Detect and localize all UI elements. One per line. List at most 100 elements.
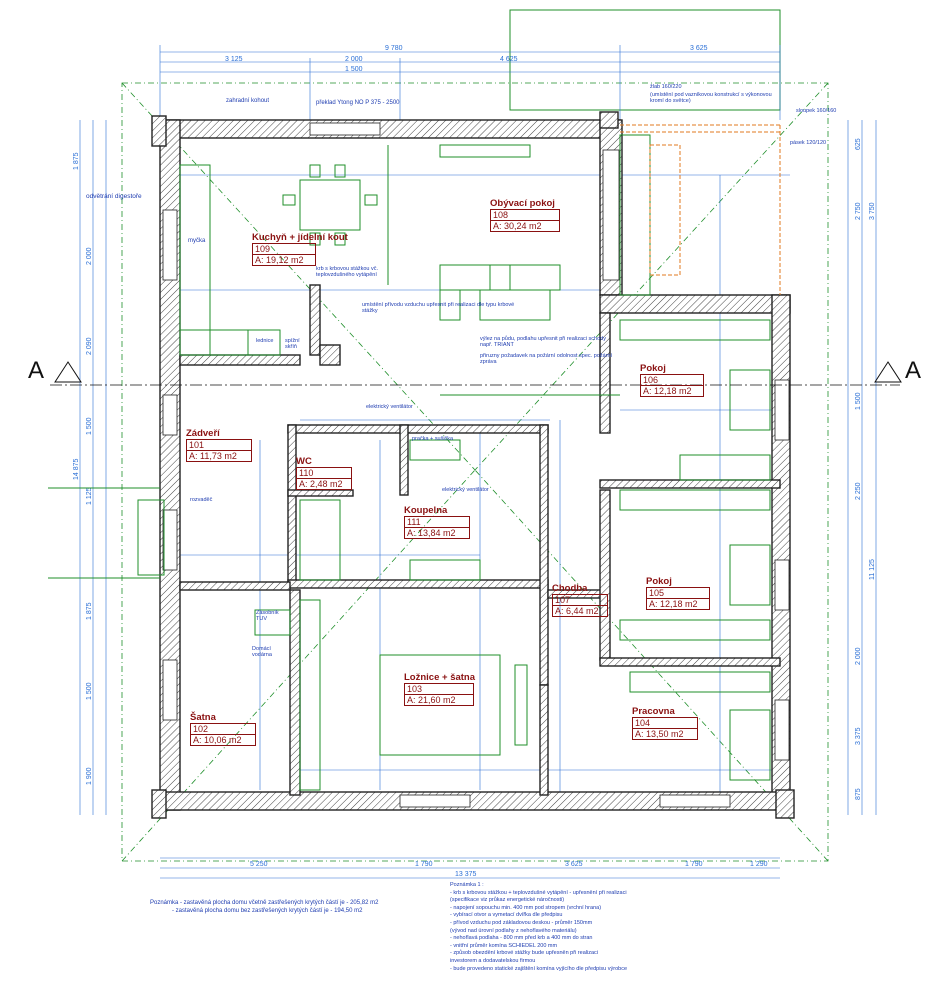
room-106: Pokoj 106 A: 12,18 m2 bbox=[640, 363, 704, 397]
room-number: 107 bbox=[552, 594, 608, 606]
note-kotel: Domácí vodárna bbox=[252, 646, 272, 658]
dim-top3c: 4 625 bbox=[500, 56, 518, 63]
note-line: investorem a dodavatelskou firmou bbox=[450, 957, 536, 964]
dim-top3a: 3 125 bbox=[225, 56, 243, 63]
dim-left3: 2 090 bbox=[86, 337, 93, 355]
section-label-right: A bbox=[905, 357, 922, 384]
dim-right-total: 11 125 bbox=[869, 559, 876, 580]
note-line: (vývod nad úrovní podlahy z nehořlavého … bbox=[450, 927, 577, 934]
room-name: Obývací pokoj bbox=[490, 198, 555, 209]
note-line: - vybírací otvor a vymetací dvířka dle p… bbox=[450, 912, 563, 919]
room-number: 102 bbox=[190, 723, 256, 735]
note-zasobnik: Zásobník TUV bbox=[256, 610, 279, 622]
dim-right6: 2 000 bbox=[855, 647, 862, 665]
note-zlab: žlab 160/220 bbox=[650, 84, 682, 90]
room-area: A: 12,18 m2 bbox=[646, 599, 710, 610]
dimensions-left: 1 875 2 000 2 090 1 500 1 125 1 875 1 50… bbox=[73, 120, 107, 815]
room-name: WC bbox=[296, 456, 312, 467]
label-pracka: pračka + sušička bbox=[412, 436, 454, 442]
note-kohout: zahradní kohout bbox=[226, 98, 270, 104]
note-odvetrani: odvětrání digestoře bbox=[86, 193, 142, 200]
room-name: Pokoj bbox=[646, 576, 672, 587]
label-lednice: lednice bbox=[256, 338, 274, 344]
note-line: - vnitřní průměr komína SCHIEDEL 200 mm bbox=[450, 942, 558, 949]
dim-right5: 2 250 bbox=[855, 482, 862, 500]
room-name: Koupelna bbox=[404, 505, 448, 516]
room-area: A: 12,18 m2 bbox=[640, 386, 704, 397]
room-chodba: Chodba 107 A: 6,44 m2 bbox=[552, 583, 608, 617]
dim-top3d: 1 500 bbox=[345, 66, 363, 73]
dim-left8: 1 900 bbox=[86, 767, 93, 785]
dim-left4: 1 500 bbox=[86, 417, 93, 435]
section-line bbox=[50, 361, 902, 386]
room-area: A: 13,84 m2 bbox=[404, 528, 470, 539]
note-line: - napojení sopouchu min. 400 mm pod stro… bbox=[450, 904, 602, 911]
orange-guides bbox=[620, 124, 781, 295]
room-area: A: 19,12 m2 bbox=[252, 255, 316, 266]
room-number: 109 bbox=[252, 243, 316, 255]
dim-right7: 3 375 bbox=[855, 727, 862, 745]
dim-bot6: 13 375 bbox=[455, 871, 477, 878]
dim-left2: 2 000 bbox=[86, 247, 93, 265]
room-area: A: 10,06 m2 bbox=[190, 735, 256, 746]
dim-left7: 1 500 bbox=[86, 682, 93, 700]
dimensions-bottom: 5 250 1 790 3 625 1 790 1 290 13 375 bbox=[160, 857, 780, 879]
dim-right1: 625 bbox=[855, 138, 862, 150]
dim-top2: 3 625 bbox=[690, 45, 708, 52]
dim-bot5: 1 290 bbox=[750, 861, 768, 868]
note-zastavena2: - zastavěná plocha domu bez zastřešených… bbox=[172, 908, 363, 914]
dim-right2: 2 750 bbox=[855, 202, 862, 220]
notes-block: Poznámka 1 : - krb s krbovou stážkou + t… bbox=[450, 882, 750, 973]
room-area: A: 21,60 m2 bbox=[404, 695, 474, 706]
note-line: - bude provedeno statické zajištění komí… bbox=[450, 965, 628, 972]
room-area: A: 11,73 m2 bbox=[186, 451, 252, 462]
room-number: 105 bbox=[646, 587, 710, 599]
note-poz: přiruzny požadavek na požární odolnost s… bbox=[480, 353, 613, 365]
dimensions-right: 625 2 750 3 750 1 500 2 250 2 000 3 375 … bbox=[847, 120, 877, 815]
inner-walls bbox=[179, 284, 781, 796]
furniture bbox=[48, 134, 771, 791]
dim-bot4: 1 790 bbox=[685, 861, 703, 868]
room-loznice: Ložnice + šatna 103 A: 21,60 m2 bbox=[404, 672, 475, 706]
dim-left-total: 14 875 bbox=[73, 458, 80, 480]
note-zlab2: (umístění pod vazníkovou konstrukcí s vý… bbox=[650, 92, 772, 104]
room-number: 111 bbox=[404, 516, 470, 528]
room-name: Chodba bbox=[552, 583, 588, 594]
room-name: Šatna bbox=[190, 712, 216, 723]
note-ventilator1: elektrický ventilátor bbox=[366, 404, 413, 410]
note-rozvadec: rozvaděč bbox=[190, 497, 213, 503]
room-105: Pokoj 105 A: 12,18 m2 bbox=[646, 576, 710, 610]
room-number: 110 bbox=[296, 467, 352, 479]
note-schody: výlez na půdu, podlahu upřesnit při real… bbox=[480, 336, 606, 348]
room-number: 103 bbox=[404, 683, 474, 695]
note-vzduch: umístění přívodu vzduchu upřesnit při re… bbox=[362, 302, 515, 314]
room-number: 106 bbox=[640, 374, 704, 386]
room-name: Ložnice + šatna bbox=[404, 672, 476, 683]
note-line: - přívod vzduchu pod základovou deskou -… bbox=[450, 919, 593, 926]
note-line: (specifikace viz průkaz energetické náro… bbox=[450, 897, 565, 904]
dim-bot1: 5 250 bbox=[250, 861, 268, 868]
dim-bot3: 3 625 bbox=[565, 861, 583, 868]
notes-title: Poznámka 1 : bbox=[450, 882, 484, 888]
dim-left5: 1 125 bbox=[86, 487, 93, 505]
dim-bot2: 1 790 bbox=[415, 861, 433, 868]
note-pasek: pásek 120/120 bbox=[790, 140, 827, 146]
room-living: Obývací pokoj 108 A: 30,24 m2 bbox=[490, 198, 560, 232]
dim-left1: 1 875 bbox=[73, 152, 80, 170]
room-area: A: 30,24 m2 bbox=[490, 221, 560, 232]
note-line: - způsob obezdění krbové stážky bude upř… bbox=[450, 950, 598, 957]
room-area: A: 6,44 m2 bbox=[552, 606, 608, 617]
outer-walls bbox=[151, 111, 795, 819]
dim-top1: 9 780 bbox=[385, 45, 403, 52]
room-number: 101 bbox=[186, 439, 252, 451]
dim-top3b: 2 000 bbox=[345, 56, 363, 63]
room-name: Zádveří bbox=[186, 428, 220, 439]
room-pracovna: Pracovna 104 A: 13,50 m2 bbox=[632, 706, 698, 740]
room-name: Kuchyň + jídelní kout bbox=[252, 232, 348, 243]
room-area: A: 2,48 m2 bbox=[296, 479, 352, 490]
note-sloupek: sloupek 160/160 bbox=[796, 108, 837, 114]
room-wc: WC 110 A: 2,48 m2 bbox=[296, 456, 352, 490]
room-name: Pracovna bbox=[632, 706, 675, 717]
